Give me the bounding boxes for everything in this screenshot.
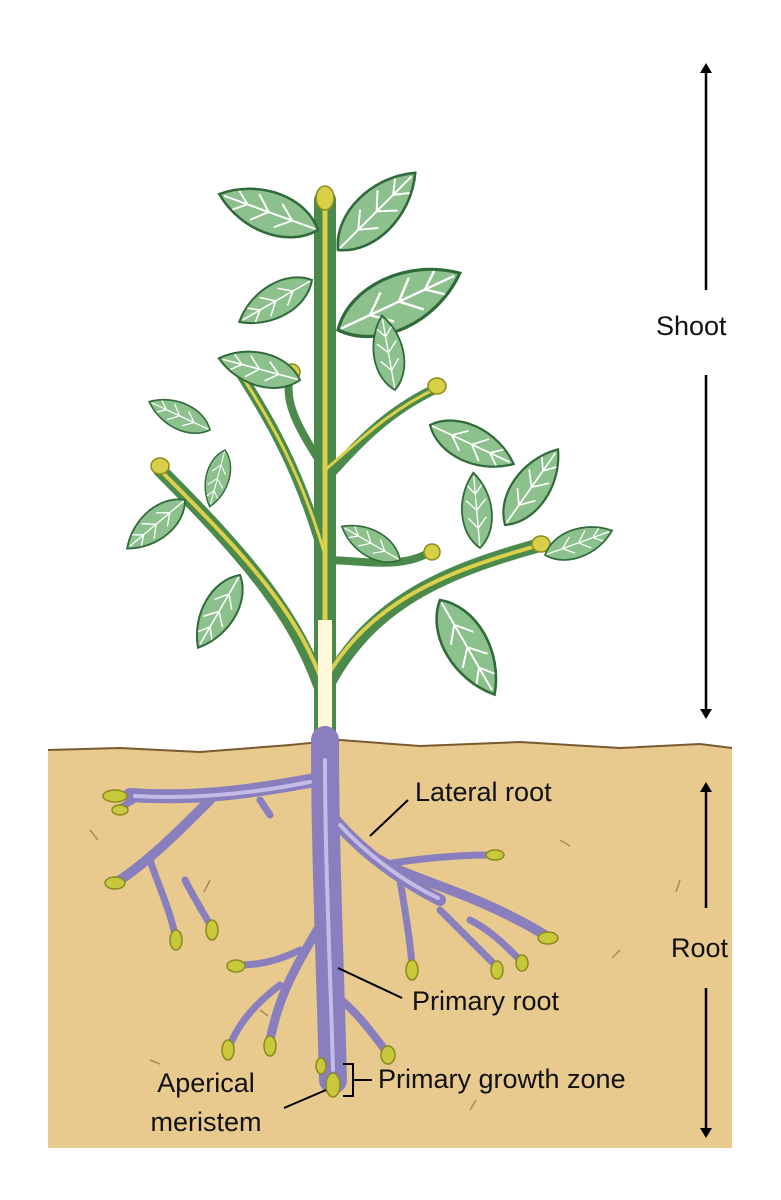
root-system: [102, 726, 559, 1098]
annotation-lines: [283, 63, 712, 1138]
aperical-meristem-label-line2: meristem: [150, 1107, 262, 1137]
shoot-label: Shoot: [656, 311, 727, 341]
root-label: Root: [671, 933, 729, 963]
lateral-root-leader: [369, 799, 409, 837]
soil: [47, 738, 733, 1148]
aperical-meristem-label-line1: Aperical: [157, 1068, 255, 1098]
lateral-root-label: Lateral root: [415, 777, 552, 807]
primary-root-leader: [337, 967, 403, 999]
primary-growth-zone-label: Primary growth zone: [378, 1064, 626, 1094]
meristem-leader: [283, 1089, 327, 1109]
growth-zone-bracket: [343, 1063, 372, 1097]
root-tips: [102, 789, 559, 1098]
primary-root-label: Primary root: [412, 986, 560, 1016]
